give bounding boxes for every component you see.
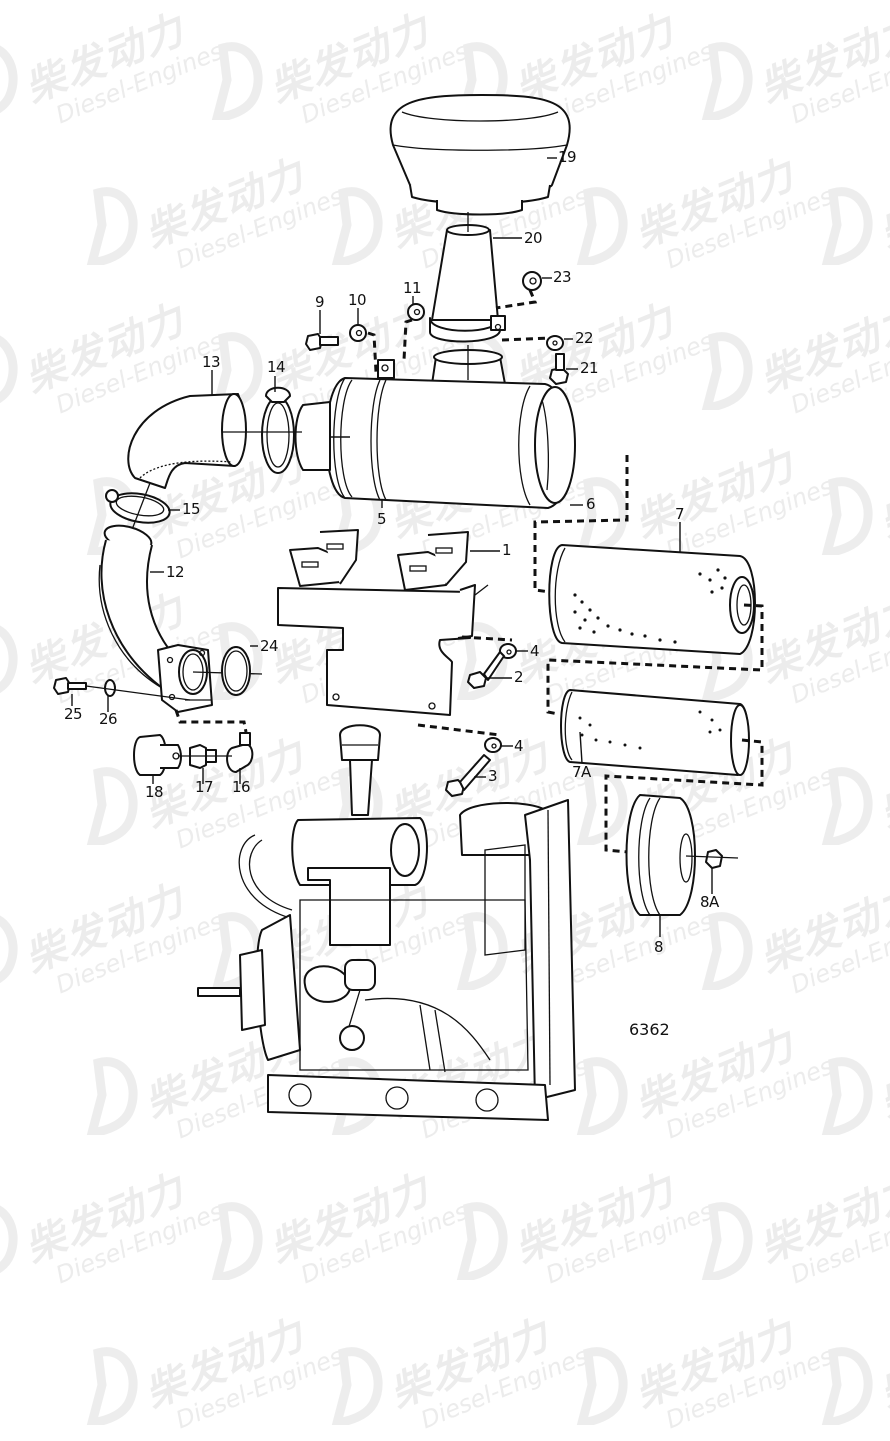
part-label-11: 11 — [403, 279, 422, 297]
part-label-18: 18 — [145, 783, 164, 801]
part-label-10: 10 — [348, 291, 367, 309]
watermark-logo-icon — [331, 1347, 383, 1425]
mounting-bracket-drawing — [277, 529, 489, 716]
part-label-26: 26 — [99, 710, 118, 728]
hose-clamp-15-drawing — [105, 482, 171, 541]
leader-lines — [71, 157, 713, 937]
drawing-number: 6362 — [629, 1020, 670, 1039]
part-label-4-upper: 4 — [530, 642, 540, 660]
elbow-hose-drawing — [127, 393, 258, 489]
part-label-14: 14 — [267, 358, 286, 376]
end-cover-drawing — [625, 794, 739, 916]
dashed-connector — [174, 709, 248, 733]
part-label-22: 22 — [575, 329, 594, 347]
part-label-7: 7 — [675, 505, 685, 523]
intake-pipe-drawing — [429, 212, 506, 343]
small-fasteners-drawing — [305, 271, 569, 385]
dashed-connector — [501, 336, 551, 342]
part-label-6: 6 — [586, 495, 596, 513]
dashed-connector — [367, 331, 378, 373]
rain-cap-drawing — [389, 94, 571, 216]
part-label-15: 15 — [182, 500, 201, 518]
part-label-4-lower: 4 — [514, 737, 524, 755]
watermark-logo-icon — [86, 1347, 138, 1425]
part-label-1: 1 — [502, 541, 512, 559]
bolt-25-washer-26-drawing — [53, 677, 191, 701]
dashed-connector — [546, 603, 764, 716]
o-ring-drawing — [221, 646, 251, 696]
dashed-connector — [533, 455, 629, 594]
dashed-connector — [495, 289, 538, 310]
part-label-7A: 7A — [572, 763, 591, 781]
hose-clamp-14-drawing — [258, 386, 302, 474]
part-label-24: 24 — [260, 637, 279, 655]
bolts-washers-drawing — [445, 643, 517, 797]
engine-drawing — [197, 724, 576, 1121]
part-label-23: 23 — [553, 268, 572, 286]
part-label-8: 8 — [654, 938, 664, 956]
part-label-5: 5 — [377, 510, 387, 528]
air-filter-housing-drawing — [294, 345, 576, 509]
part-label-9: 9 — [315, 293, 325, 311]
part-label-21: 21 — [580, 359, 599, 377]
part-label-20: 20 — [524, 229, 543, 247]
part-label-8A: 8A — [700, 893, 719, 911]
filter-element-7A-drawing — [560, 689, 750, 776]
dashed-connector — [417, 723, 501, 737]
part-label-17: 17 — [195, 778, 214, 796]
part-label-12: 12 — [166, 563, 185, 581]
watermark-logo-icon — [576, 1347, 628, 1425]
part-label-25: 25 — [64, 705, 83, 723]
filter-element-7-drawing — [548, 544, 756, 655]
diagram-linework — [53, 94, 764, 1121]
part-label-3: 3 — [488, 767, 498, 785]
part-label-13: 13 — [202, 353, 221, 371]
perforation-pattern — [573, 568, 727, 644]
indicator-fitting-drawings — [133, 732, 254, 776]
part-label-16: 16 — [232, 778, 251, 796]
part-label-2: 2 — [514, 668, 524, 686]
watermark-logo-icon — [821, 1347, 873, 1425]
part-label-19: 19 — [558, 148, 577, 166]
dashed-connector — [461, 635, 513, 642]
dashed-connector — [402, 318, 413, 361]
dashed-connector — [604, 738, 764, 854]
